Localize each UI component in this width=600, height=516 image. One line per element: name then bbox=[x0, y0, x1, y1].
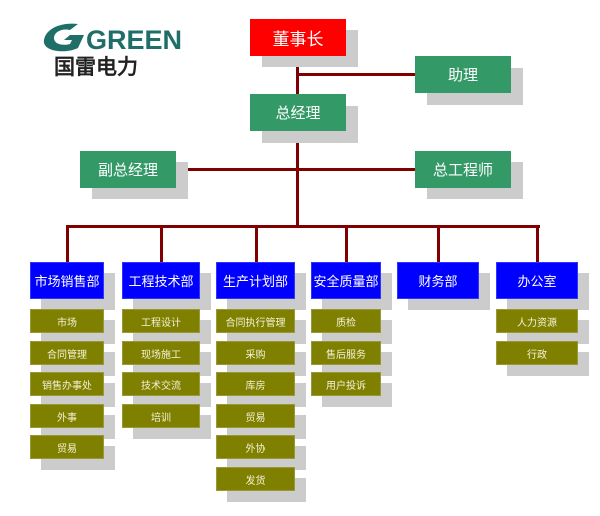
unit-box[interactable]: 质检 bbox=[311, 309, 381, 333]
unit-label: 技术交流 bbox=[141, 380, 181, 392]
unit-box[interactable]: 现场施工 bbox=[122, 341, 200, 365]
department-box[interactable]: 安全质量部 bbox=[311, 262, 381, 299]
unit-label: 行政 bbox=[527, 349, 547, 361]
unit-box[interactable]: 外协 bbox=[216, 435, 295, 459]
connector-department-drop bbox=[437, 226, 440, 263]
department-label: 工程技术部 bbox=[128, 275, 194, 290]
connector-deputies bbox=[175, 168, 417, 171]
unit-label: 采购 bbox=[245, 349, 266, 361]
unit-label: 合同管理 bbox=[47, 349, 87, 361]
unit-label: 工程设计 bbox=[141, 317, 181, 329]
unit-label: 培训 bbox=[151, 412, 171, 424]
chief-engineer-box[interactable]: 总工程师 bbox=[415, 151, 511, 188]
unit-label: 质检 bbox=[336, 317, 356, 329]
assistant-label: 助理 bbox=[447, 66, 478, 84]
assistant-box[interactable]: 助理 bbox=[415, 56, 511, 93]
connector-assistant bbox=[296, 73, 416, 76]
logo-company-name: 国雷电力 bbox=[54, 55, 138, 78]
department-box[interactable]: 财务部 bbox=[397, 262, 479, 299]
unit-box[interactable]: 合同管理 bbox=[30, 341, 104, 365]
unit-label: 市场 bbox=[57, 317, 77, 329]
chief-engineer-label: 总工程师 bbox=[432, 161, 493, 179]
connector-department-bar bbox=[66, 225, 540, 228]
deputy-general-manager-box[interactable]: 副总经理 bbox=[80, 151, 176, 188]
unit-label: 外协 bbox=[245, 443, 266, 455]
unit-box[interactable]: 人力资源 bbox=[496, 309, 578, 333]
connector-department-drop bbox=[536, 226, 539, 263]
unit-box[interactable]: 外事 bbox=[30, 404, 104, 428]
connector-gm-departments bbox=[296, 131, 299, 227]
department-label: 安全质量部 bbox=[313, 275, 379, 290]
department-box[interactable]: 工程技术部 bbox=[122, 262, 200, 299]
unit-box[interactable]: 库房 bbox=[216, 372, 295, 396]
department-box[interactable]: 生产计划部 bbox=[216, 262, 295, 299]
department-box[interactable]: 市场销售部 bbox=[30, 262, 104, 299]
logo-graphic: GREEN 国雷电力 bbox=[43, 23, 182, 79]
department-label: 生产计划部 bbox=[222, 275, 288, 290]
unit-label: 外事 bbox=[57, 412, 77, 424]
unit-box[interactable]: 贸易 bbox=[216, 404, 295, 428]
unit-label: 用户投诉 bbox=[326, 380, 366, 392]
deputy-general-manager-label: 副总经理 bbox=[97, 161, 158, 179]
connector-department-drop bbox=[66, 226, 69, 263]
department-box[interactable]: 办公室 bbox=[496, 262, 578, 299]
unit-box[interactable]: 工程设计 bbox=[122, 309, 200, 333]
general-manager-label: 总经理 bbox=[275, 104, 321, 122]
company-logo: GREEN 国雷电力 bbox=[40, 18, 220, 79]
unit-box[interactable]: 行政 bbox=[496, 341, 578, 365]
unit-box[interactable]: 销售办事处 bbox=[30, 372, 104, 396]
unit-box[interactable]: 发货 bbox=[216, 467, 295, 491]
connector-department-drop bbox=[255, 226, 258, 263]
department-label: 市场销售部 bbox=[34, 275, 100, 290]
unit-box[interactable]: 贸易 bbox=[30, 435, 104, 459]
unit-label: 合同执行管理 bbox=[225, 317, 286, 329]
unit-box[interactable]: 技术交流 bbox=[122, 372, 200, 396]
unit-box[interactable]: 市场 bbox=[30, 309, 104, 333]
department-label: 财务部 bbox=[418, 275, 458, 290]
general-manager-box[interactable]: 总经理 bbox=[250, 94, 346, 131]
unit-label: 贸易 bbox=[245, 412, 266, 424]
unit-label: 现场施工 bbox=[141, 349, 181, 361]
unit-label: 售后服务 bbox=[326, 349, 366, 361]
unit-label: 人力资源 bbox=[517, 317, 557, 329]
connector-department-drop bbox=[345, 226, 348, 263]
connector-department-drop bbox=[160, 226, 163, 263]
chairman-label: 董事长 bbox=[272, 30, 324, 50]
unit-label: 贸易 bbox=[57, 443, 77, 455]
department-label: 办公室 bbox=[517, 275, 557, 290]
unit-label: 销售办事处 bbox=[42, 380, 92, 392]
unit-box[interactable]: 培训 bbox=[122, 404, 200, 428]
unit-box[interactable]: 用户投诉 bbox=[311, 372, 381, 396]
unit-label: 发货 bbox=[245, 475, 266, 487]
unit-label: 库房 bbox=[245, 380, 266, 392]
unit-box[interactable]: 采购 bbox=[216, 341, 295, 365]
chairman-box[interactable]: 董事长 bbox=[250, 19, 346, 56]
logo-brand-text: GREEN bbox=[86, 25, 182, 55]
unit-box[interactable]: 合同执行管理 bbox=[216, 309, 295, 333]
logo-swoosh-icon bbox=[43, 23, 84, 52]
unit-box[interactable]: 售后服务 bbox=[311, 341, 381, 365]
